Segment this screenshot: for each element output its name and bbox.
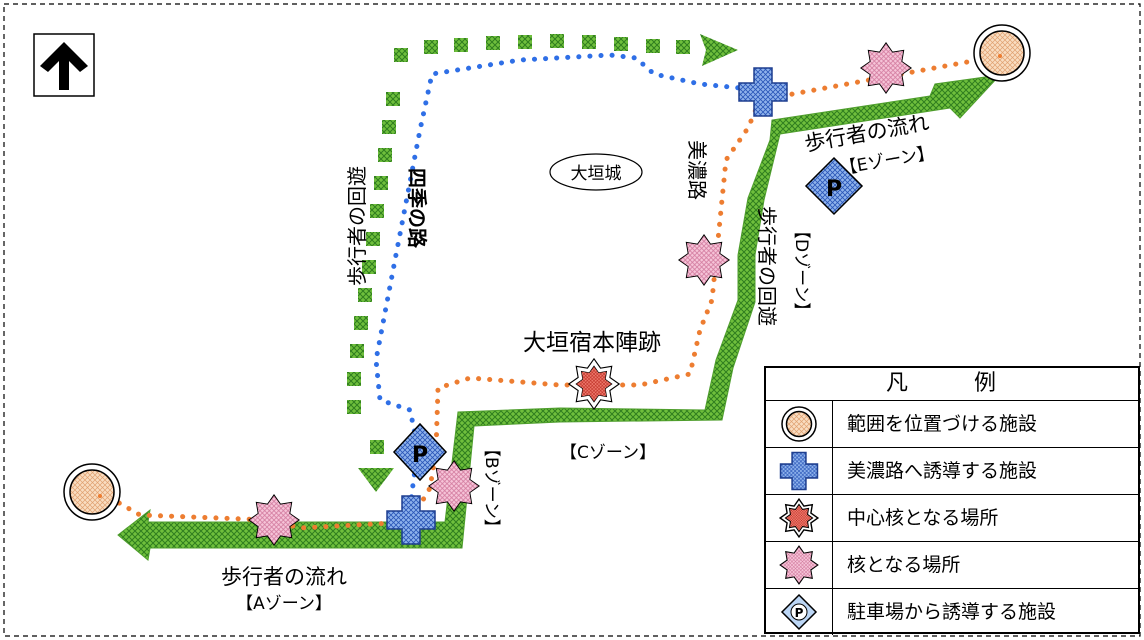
- zone-b-label: 【Bゾーン】: [481, 440, 501, 536]
- core-place-star-d-zone: [678, 234, 730, 286]
- legend-row: 中心核となる場所: [766, 495, 1138, 542]
- guide-to-minoji-cross-icon: [766, 448, 833, 494]
- core-place-star-a-zone: [248, 494, 300, 546]
- legend-row: 核となる場所: [766, 542, 1138, 589]
- guide-facility-cross-e-zone: [738, 67, 788, 117]
- range-facility-west: [63, 463, 121, 521]
- pedestrian-flow-west-label: 歩行者の流れ: [221, 565, 347, 589]
- central-core-star: [568, 358, 620, 410]
- core-place-star-b-zone: [428, 460, 480, 512]
- svg-text:P: P: [795, 606, 804, 620]
- parking-guide-diamond-e-zone: P: [804, 156, 864, 216]
- legend-row: P 駐車場から誘導する施設: [766, 589, 1138, 635]
- core-place-star-icon: [766, 542, 833, 588]
- legend-row: 美濃路へ誘導する施設: [766, 448, 1138, 495]
- ogaki-castle-label: 大垣城: [549, 153, 643, 191]
- minoji-street-label: 美濃路: [685, 140, 709, 200]
- zone-a-label: 【Aゾーン】: [236, 594, 332, 614]
- minoji-street-route: [97, 53, 1003, 531]
- parking-guide-diamond-icon: P: [766, 589, 833, 635]
- zone-e-label: 【Eゾーン】: [839, 143, 936, 179]
- legend-row: 範囲を位置づける施設: [766, 401, 1138, 448]
- legend-title: 凡 例: [766, 368, 1138, 401]
- central-site-label: 大垣宿本陣跡: [523, 330, 661, 356]
- legend-label: 美濃路へ誘導する施設: [847, 460, 1038, 482]
- parking-guide-diamond-b-zone: P: [392, 422, 448, 482]
- svg-text:P: P: [412, 443, 428, 468]
- legend-label: 核となる場所: [847, 554, 961, 576]
- pedestrian-loop-west-arrow: [347, 34, 738, 492]
- legend-label: 範囲を位置づける施設: [847, 413, 1038, 435]
- pedestrian-loop-east-label: 歩行者の回遊: [755, 206, 779, 326]
- north-arrow-icon: [33, 33, 95, 97]
- map-legend: 凡 例 範囲を位置づける施設 美濃路へ誘導する施設 中心核となる場所: [764, 366, 1140, 635]
- shiki-no-michi-label: 四季の路: [405, 168, 429, 249]
- range-facility-east: [973, 24, 1031, 82]
- pedestrian-loop-west-label: 歩行者の回遊: [345, 166, 369, 286]
- svg-text:大垣城: 大垣城: [571, 164, 622, 184]
- core-place-star-e-zone: [860, 42, 912, 94]
- central-core-star-icon: [766, 495, 833, 541]
- zone-c-label: 【Cゾーン】: [560, 443, 656, 463]
- map-frame: [3, 3, 1141, 637]
- legend-label: 駐車場から誘導する施設: [847, 601, 1057, 623]
- legend-label: 中心核となる場所: [847, 507, 999, 529]
- pedestrian-flow-main-arrow: [117, 74, 1002, 561]
- zone-d-label: 【Dゾーン】: [791, 222, 811, 319]
- range-facility-circle-icon: [766, 401, 833, 447]
- svg-text:P: P: [826, 177, 842, 202]
